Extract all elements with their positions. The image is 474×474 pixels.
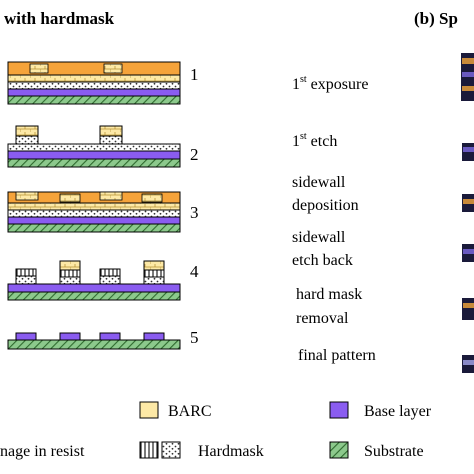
- step-label-final: final pattern: [298, 347, 376, 364]
- diagram-title-right: (b) Sp: [414, 9, 458, 28]
- step-label-2: 1st etch: [292, 131, 337, 150]
- legend-label-barc: BARC: [168, 403, 212, 420]
- step-1-stack: [7, 61, 181, 105]
- diagram-title-left: with hardmask: [4, 9, 115, 28]
- legend-label-base-layer: Base layer: [364, 403, 432, 420]
- step-label-5-line1: hard mask: [296, 286, 362, 303]
- step-5-stack: [7, 332, 181, 350]
- step-label-3-line2: deposition: [292, 197, 359, 214]
- legend: BARC Base layer nage in resist Hardmask …: [0, 401, 432, 460]
- step-number-4: 4: [190, 262, 199, 281]
- legend-swatch-substrate: [329, 441, 349, 459]
- step-label-1: 1st exposure: [292, 74, 368, 93]
- step-number-1: 1: [190, 65, 199, 84]
- step-label-3-line1: sidewall: [292, 174, 346, 191]
- legend-label-image-in-resist: nage in resist: [0, 443, 85, 460]
- legend-swatch-barc: [139, 401, 159, 419]
- step-2-stack: [7, 125, 181, 168]
- legend-swatch-base-layer: [329, 401, 349, 419]
- step-3-stack: [7, 191, 181, 233]
- legend-swatch-hardmask-stripes: [139, 441, 159, 459]
- legend-swatch-hardmask-dots: [161, 441, 181, 459]
- step-4-stack: [7, 260, 181, 301]
- panel-b-partial: [461, 53, 474, 373]
- legend-label-hardmask: Hardmask: [198, 443, 264, 460]
- step-number-2: 2: [190, 145, 199, 164]
- step-label-4-line2: etch back: [292, 252, 353, 269]
- step-number-3: 3: [190, 203, 199, 222]
- step-label-4-line1: sidewall: [292, 229, 346, 246]
- legend-label-substrate: Substrate: [364, 443, 424, 460]
- step-number-5: 5: [190, 328, 199, 347]
- step-label-5-line2: removal: [296, 310, 349, 327]
